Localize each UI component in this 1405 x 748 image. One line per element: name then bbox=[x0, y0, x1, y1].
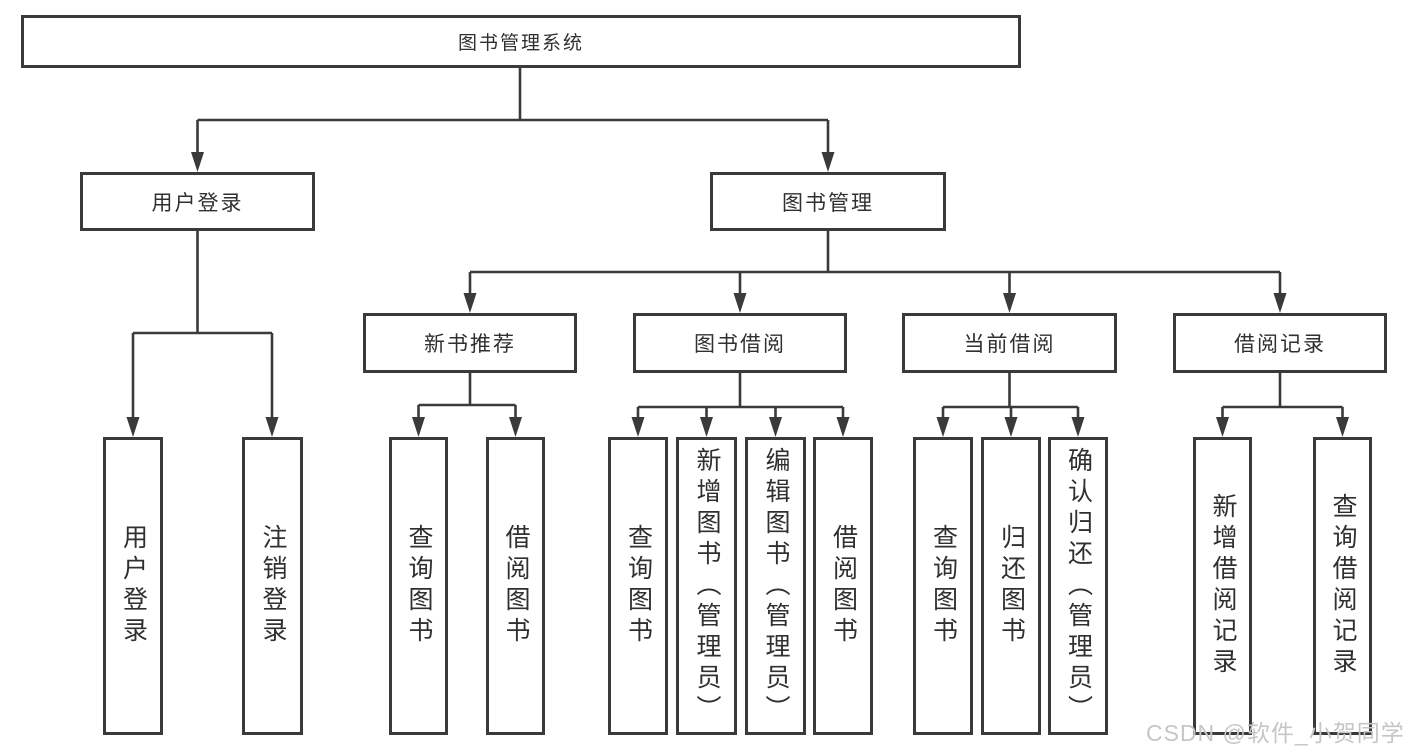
leaf-borrow-book-label: 借阅图书 bbox=[829, 524, 858, 648]
leaf-user-login: 用户登录 bbox=[103, 437, 163, 735]
leaf-logout-label: 注销登录 bbox=[259, 524, 287, 648]
leaf-borrow-book-recommend: 借阅图书 bbox=[486, 437, 545, 735]
node-book-borrow: 图书借阅 bbox=[633, 313, 847, 373]
leaf-confirm-return-admin: 确认归还（管理员） bbox=[1048, 437, 1108, 735]
leaf-user-login-label: 用户登录 bbox=[119, 524, 148, 648]
leaf-query-book-current-label: 查询图书 bbox=[929, 524, 958, 648]
leaf-return-book: 归还图书 bbox=[981, 437, 1041, 735]
leaf-edit-book-admin-label: 编辑图书（管理员） bbox=[762, 446, 790, 726]
leaf-add-borrow-record-label: 新增借阅记录 bbox=[1209, 493, 1237, 679]
leaf-query-book-current: 查询图书 bbox=[913, 437, 973, 735]
leaf-query-borrow-record: 查询借阅记录 bbox=[1313, 437, 1372, 735]
node-root-system: 图书管理系统 bbox=[21, 15, 1021, 68]
node-user-login: 用户登录 bbox=[80, 172, 315, 231]
leaf-query-borrow-record-label: 查询借阅记录 bbox=[1329, 493, 1357, 679]
node-borrow-records: 借阅记录 bbox=[1173, 313, 1387, 373]
leaf-add-book-admin-label: 新增图书（管理员） bbox=[693, 446, 721, 726]
leaf-query-book-borrow-label: 查询图书 bbox=[624, 524, 653, 648]
node-book-management: 图书管理 bbox=[710, 172, 946, 231]
leaf-logout: 注销登录 bbox=[242, 437, 303, 735]
leaf-borrow-book-recommend-label: 借阅图书 bbox=[502, 524, 530, 648]
leaf-borrow-book: 借阅图书 bbox=[813, 437, 873, 735]
leaf-return-book-label: 归还图书 bbox=[997, 524, 1026, 648]
node-current-borrow: 当前借阅 bbox=[902, 313, 1117, 373]
leaf-add-borrow-record: 新增借阅记录 bbox=[1193, 437, 1252, 735]
leaf-add-book-admin: 新增图书（管理员） bbox=[676, 437, 737, 735]
leaf-query-book-recommend: 查询图书 bbox=[389, 437, 448, 735]
connector-lines bbox=[131, 68, 1344, 421]
arrowheads bbox=[126, 152, 1349, 437]
leaf-query-book-recommend-label: 查询图书 bbox=[405, 524, 433, 648]
leaf-confirm-return-admin-label: 确认归还（管理员） bbox=[1064, 446, 1093, 726]
node-new-book-recommend: 新书推荐 bbox=[363, 313, 577, 373]
leaf-query-book-borrow: 查询图书 bbox=[608, 437, 668, 735]
leaf-edit-book-admin: 编辑图书（管理员） bbox=[745, 437, 806, 735]
csdn-watermark: CSDN @软件_小贺同学 bbox=[1146, 720, 1405, 746]
